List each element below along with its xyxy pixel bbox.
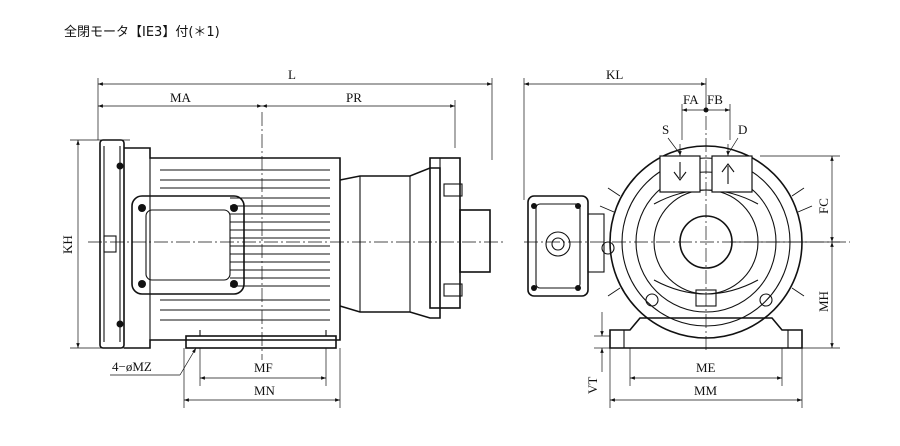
dim-mh: MH: [816, 291, 831, 312]
bolt-icon: [138, 204, 146, 212]
arrow-down-icon: [673, 162, 687, 181]
cooling-fins: [160, 169, 330, 321]
dim-mm: MM: [694, 383, 718, 398]
front-view: KL FA FB S D: [523, 67, 850, 408]
label-d: D: [738, 122, 747, 137]
dim-mn: MN: [254, 383, 276, 398]
dim-fb: FB: [707, 92, 723, 107]
discharge-port: [711, 155, 753, 193]
motor-base: [185, 335, 337, 349]
side-view: L MA PR KH: [60, 67, 505, 408]
label-s: S: [662, 122, 669, 137]
dim-l: L: [288, 67, 296, 82]
drawing-title: 全閉モータ【IE3】付(＊1): [64, 24, 220, 40]
terminal-box: [131, 195, 245, 295]
motor-feet: [609, 317, 803, 349]
dim-me: ME: [696, 360, 716, 375]
dim-fa: FA: [683, 92, 699, 107]
arrow-up-icon: [721, 163, 735, 184]
dim-fc: FC: [816, 198, 831, 214]
dim-kh: KH: [60, 235, 75, 254]
dim-vt: VT: [585, 377, 600, 394]
junction-box: [527, 195, 589, 297]
dim-mf: MF: [254, 360, 273, 375]
dim-kl: KL: [606, 67, 623, 82]
dim-mz: 4−øMZ: [112, 359, 152, 374]
dim-ma: MA: [170, 90, 192, 105]
dim-pr: PR: [346, 90, 362, 105]
